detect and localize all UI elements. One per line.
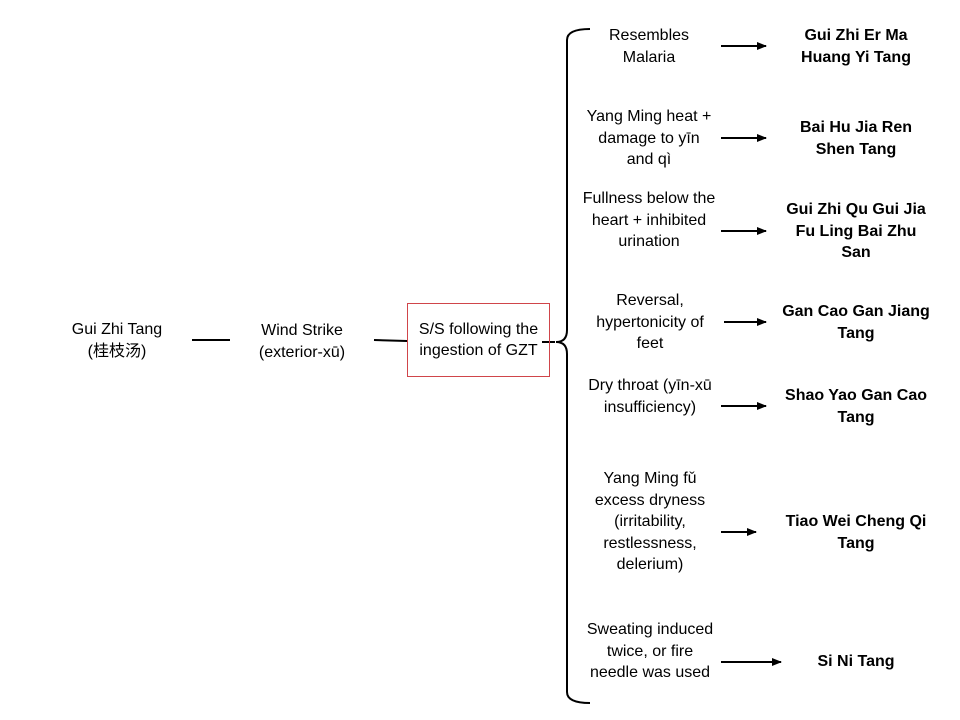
condition-7: Sweating induced twice, or fire needle w…: [586, 621, 714, 681]
condition-2: Yang Ming heat + damage to yīn and qì: [586, 108, 712, 168]
stage2-name: Wind Strike: [261, 322, 343, 339]
root-name: Gui Zhi Tang: [71, 321, 163, 338]
condition-5: Dry throat (yīn-xū insufficiency): [588, 377, 712, 416]
stage2-subtitle: (exterior-xū): [258, 343, 346, 361]
formula-5: Shao Yao Gan Cao Tang: [785, 387, 927, 426]
formula-4: Gan Cao Gan Jiang Tang: [782, 303, 930, 342]
formula-3: Gui Zhi Qu Gui Jia Fu Ling Bai Zhu San: [786, 201, 926, 261]
stage3-text: S/S following the ingestion of GZT: [418, 320, 539, 360]
condition-4: Reversal, hypertonicity of feet: [596, 292, 704, 352]
root-chinese: (桂枝汤): [87, 342, 147, 360]
connector-stage2-stage3: [373, 339, 408, 342]
stage2-node: Wind Strike (exterior-xū): [237, 320, 367, 363]
formula-7: Si Ni Tang: [817, 653, 895, 670]
condition-6: Yang Ming fǔ excess dryness (irritabilit…: [594, 470, 706, 573]
stage3-box: S/S following the ingestion of GZT: [407, 303, 550, 377]
formula-1: Gui Zhi Er Ma Huang Yi Tang: [801, 27, 911, 66]
formula-6: Tiao Wei Cheng Qi Tang: [785, 513, 927, 552]
root-node: Gui Zhi Tang (桂枝汤): [52, 319, 182, 362]
formula-2: Bai Hu Jia Ren Shen Tang: [799, 119, 913, 158]
condition-3: Fullness below the heart + inhibited uri…: [582, 190, 716, 250]
brace-bracket: [555, 28, 591, 704]
condition-1: Resembles Malaria: [608, 27, 690, 66]
